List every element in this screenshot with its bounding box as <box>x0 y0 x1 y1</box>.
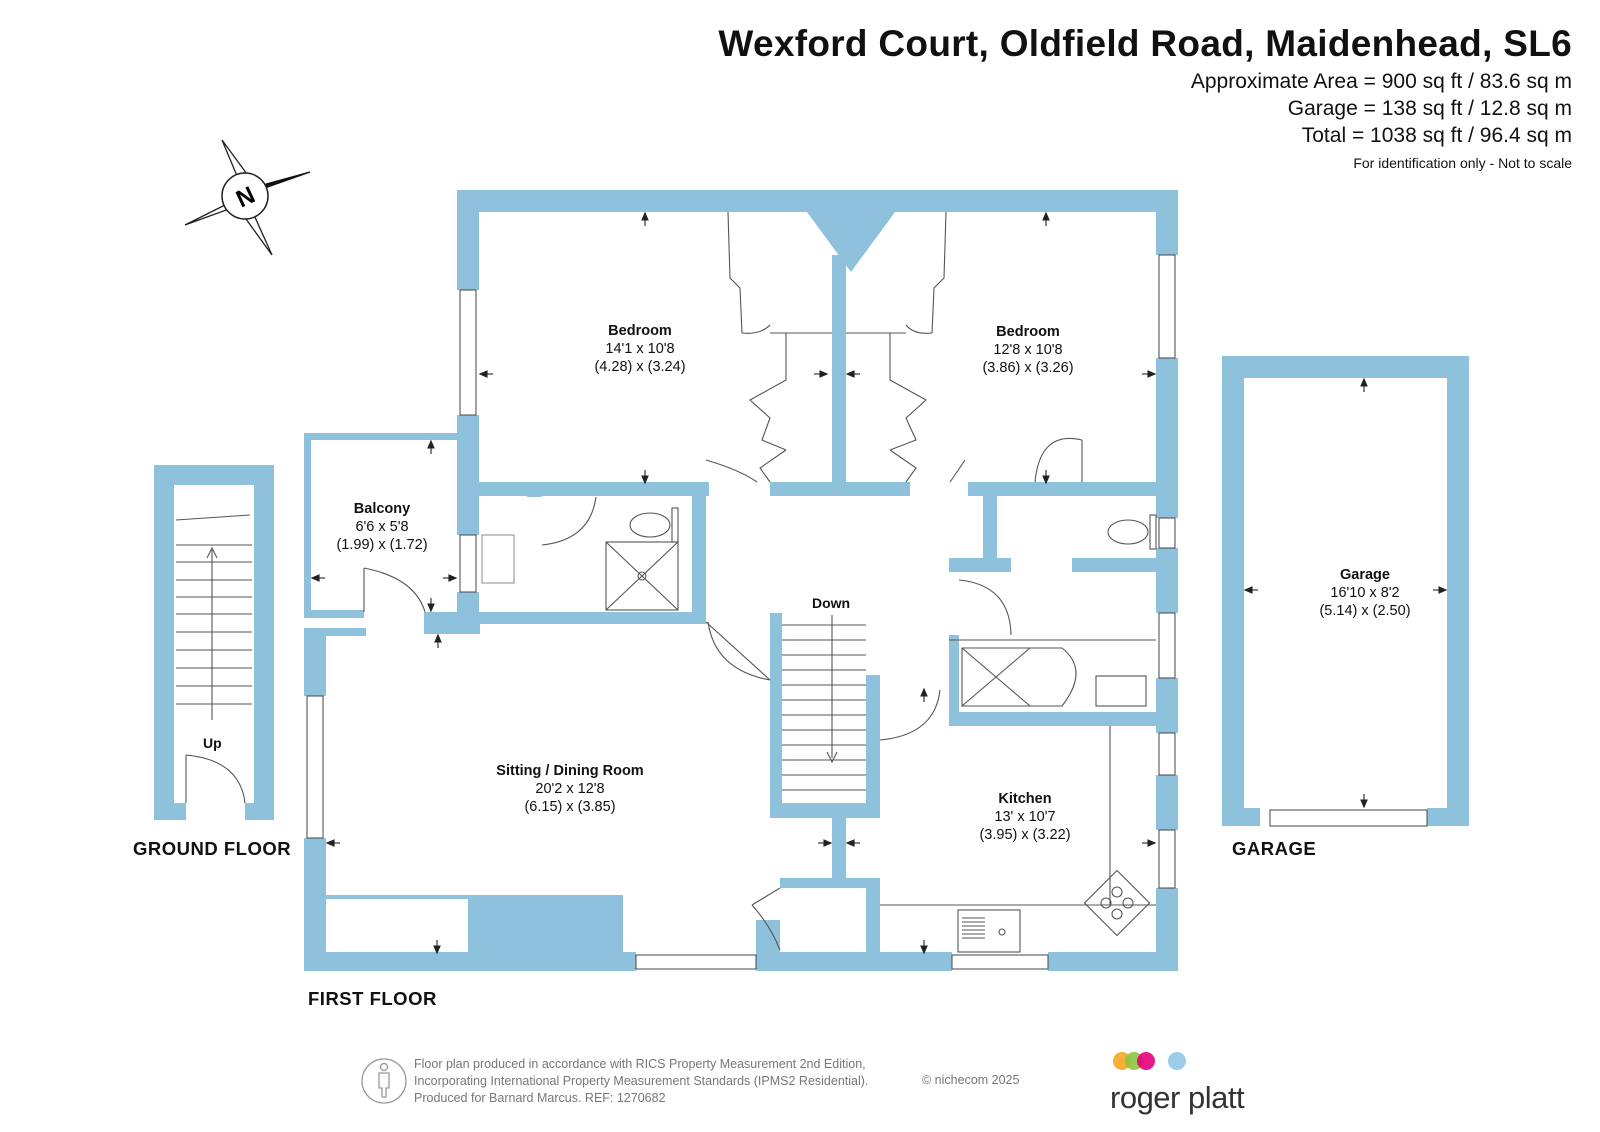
stairs-up-label: Up <box>203 735 222 751</box>
windows <box>306 254 1428 970</box>
room-metric: (3.86) x (3.26) <box>982 360 1074 376</box>
room-metric: (6.15) x (3.85) <box>524 799 616 815</box>
area-total: Total = 1038 sq ft / 96.4 sq m <box>1301 124 1572 147</box>
room-imperial: 14'1 x 10'8 <box>605 341 675 357</box>
copyright: © nichecom 2025 <box>922 1073 1020 1087</box>
room-name: Bedroom <box>608 323 672 339</box>
room-name: Bedroom <box>996 324 1060 340</box>
room-name: Sitting / Dining Room <box>496 763 644 779</box>
page-title: Wexford Court, Oldfield Road, Maidenhead… <box>718 23 1572 64</box>
room-imperial: 20'2 x 12'8 <box>535 781 605 797</box>
room-metric: (1.99) x (1.72) <box>336 537 428 553</box>
room-bedroom-1: Bedroom 14'1 x 10'8 (4.28) x (3.24) <box>575 322 705 376</box>
plan-lines <box>175 211 1157 953</box>
room-metric: (4.28) x (3.24) <box>594 359 686 375</box>
logo-text: roger platt <box>1110 1080 1245 1115</box>
room-garage: Garage 16'10 x 8'2 (5.14) x (2.50) <box>1295 566 1435 620</box>
stairs-down-label: Down <box>812 595 851 611</box>
room-metric: (5.14) x (2.50) <box>1319 603 1411 619</box>
area-garage: Garage = 138 sq ft / 12.8 sq m <box>1287 97 1572 120</box>
room-imperial: 13' x 10'7 <box>994 809 1056 825</box>
room-bedroom-2: Bedroom 12'8 x 10'8 (3.86) x (3.26) <box>963 323 1093 377</box>
ground-floor-label: GROUND FLOOR <box>133 838 292 859</box>
first-floor-label: FIRST FLOOR <box>308 988 437 1009</box>
header: Wexford Court, Oldfield Road, Maidenhead… <box>718 20 1572 171</box>
room-sitting-dining: Sitting / Dining Room 20'2 x 12'8 (6.15)… <box>470 762 670 816</box>
room-name: Balcony <box>353 501 411 517</box>
area-approximate: Approximate Area = 900 sq ft / 83.6 sq m <box>1190 70 1572 93</box>
dimension-arrows <box>310 211 1448 955</box>
room-balcony: Balcony 6'6 x 5'8 (1.99) x (1.72) <box>322 500 442 554</box>
footer-text: Floor plan produced in accordance with R… <box>414 1056 868 1107</box>
room-imperial: 12'8 x 10'8 <box>993 342 1063 358</box>
walls <box>154 190 1469 971</box>
room-name: Kitchen <box>998 791 1052 807</box>
person-icon <box>361 1058 407 1104</box>
footer-line: Produced for Barnard Marcus. REF: 127068… <box>414 1091 666 1105</box>
compass-icon: N <box>184 139 311 256</box>
room-kitchen: Kitchen 13' x 10'7 (3.95) x (3.22) <box>960 790 1090 844</box>
garage-floor-label: GARAGE <box>1232 838 1317 859</box>
footer-line: Floor plan produced in accordance with R… <box>414 1057 866 1071</box>
footer-line: Incorporating International Property Mea… <box>414 1074 869 1088</box>
room-metric: (3.95) x (3.22) <box>979 827 1071 843</box>
identification-note: For identification only - Not to scale <box>1353 155 1572 171</box>
room-imperial: 16'10 x 8'2 <box>1330 585 1400 601</box>
room-name: Garage <box>1340 567 1390 583</box>
room-imperial: 6'6 x 5'8 <box>355 519 409 535</box>
logo-dots <box>1113 1052 1186 1070</box>
